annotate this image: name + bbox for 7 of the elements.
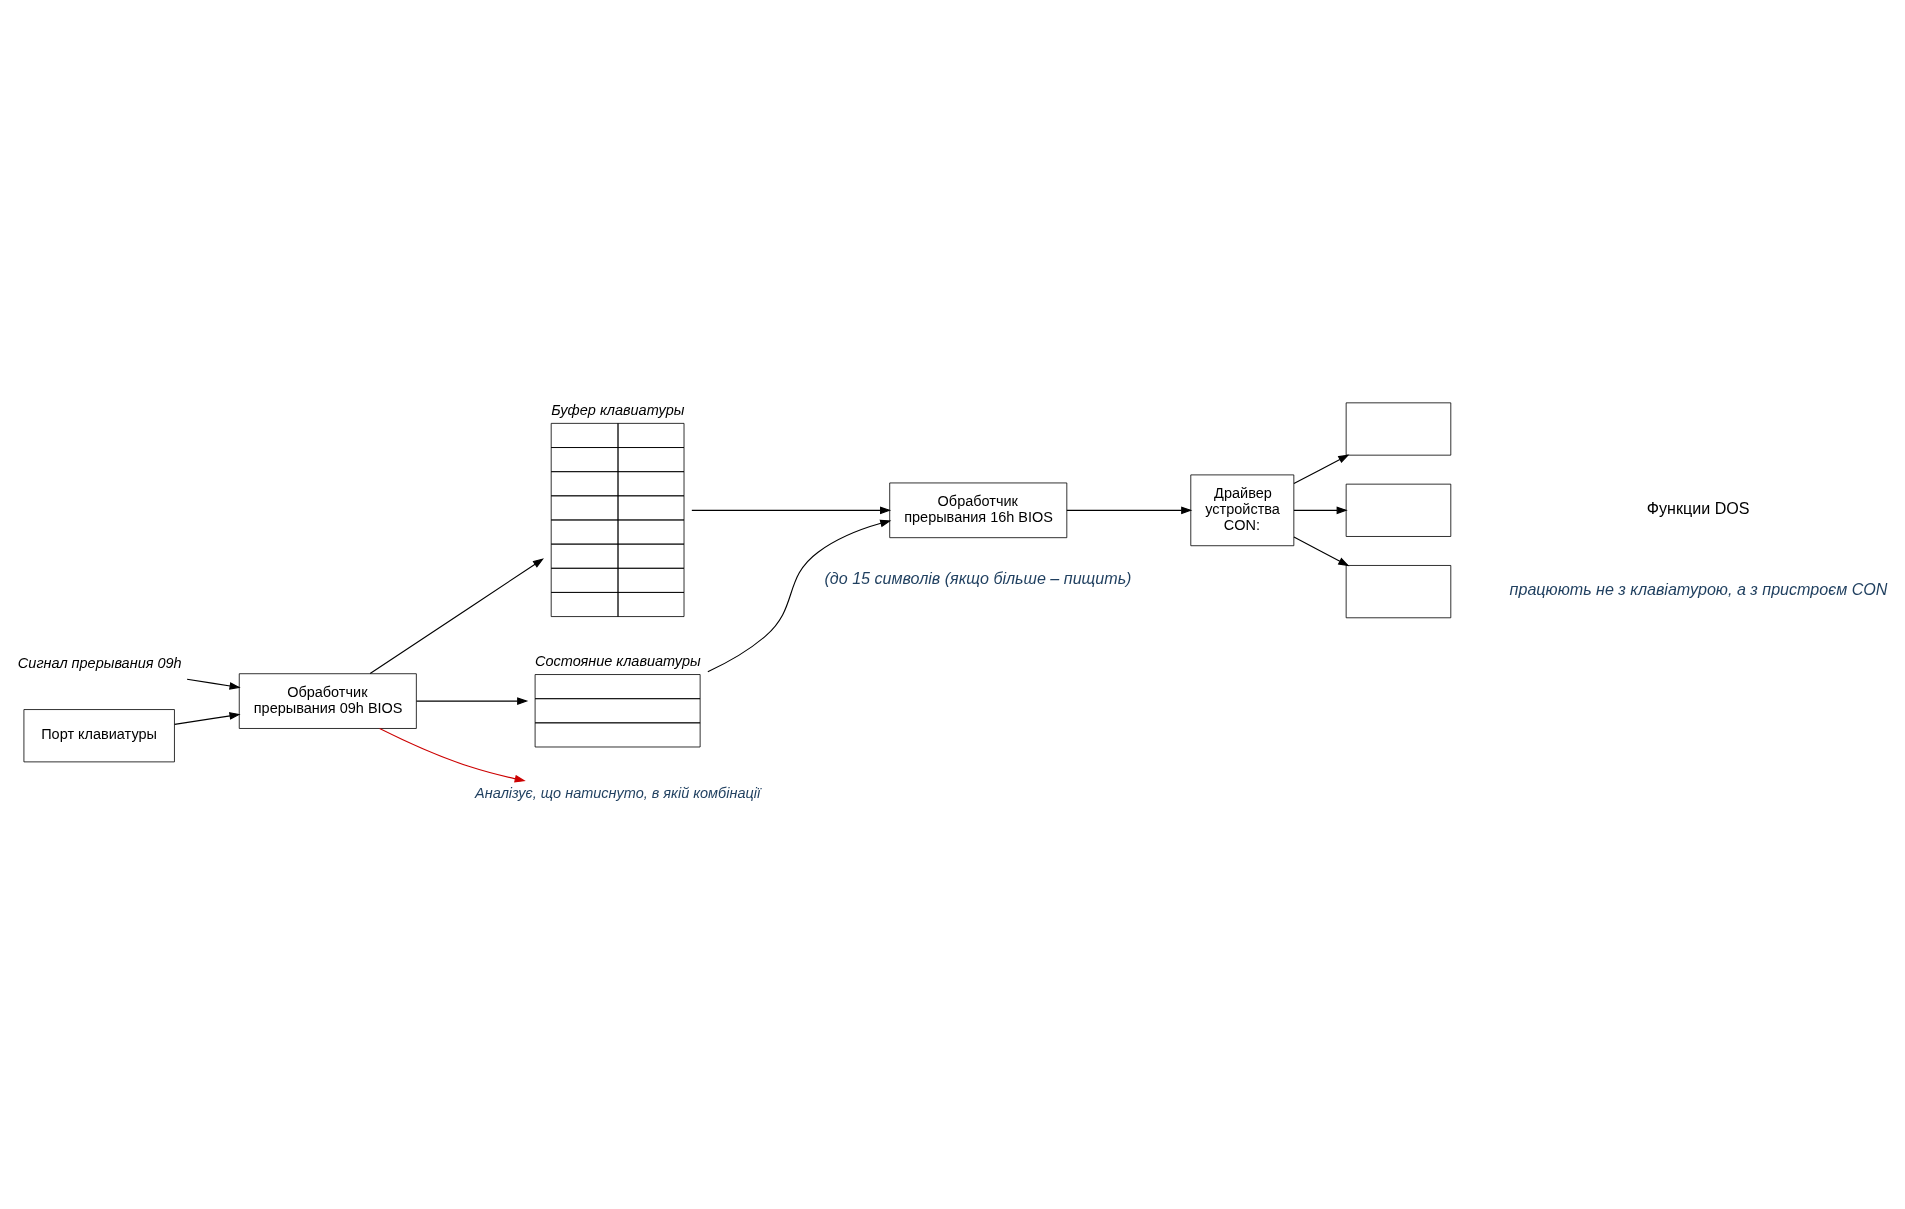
node-text: Аналізує, що натиснуто, в якій комбінації bbox=[475, 785, 761, 802]
label: (до 15 символів (якщо більше – пищить) bbox=[824, 569, 1132, 588]
node-text: Сигнал прерывания 09h bbox=[17, 655, 182, 672]
label: працюють не з клавіатурою, а з пристроєм CON bbox=[1509, 579, 1888, 598]
label: Функции DOS bbox=[1646, 499, 1750, 518]
node-label: Буфер клавиатуры bbox=[551, 401, 685, 418]
node-label: Состояние клавиатуры bbox=[535, 653, 701, 669]
